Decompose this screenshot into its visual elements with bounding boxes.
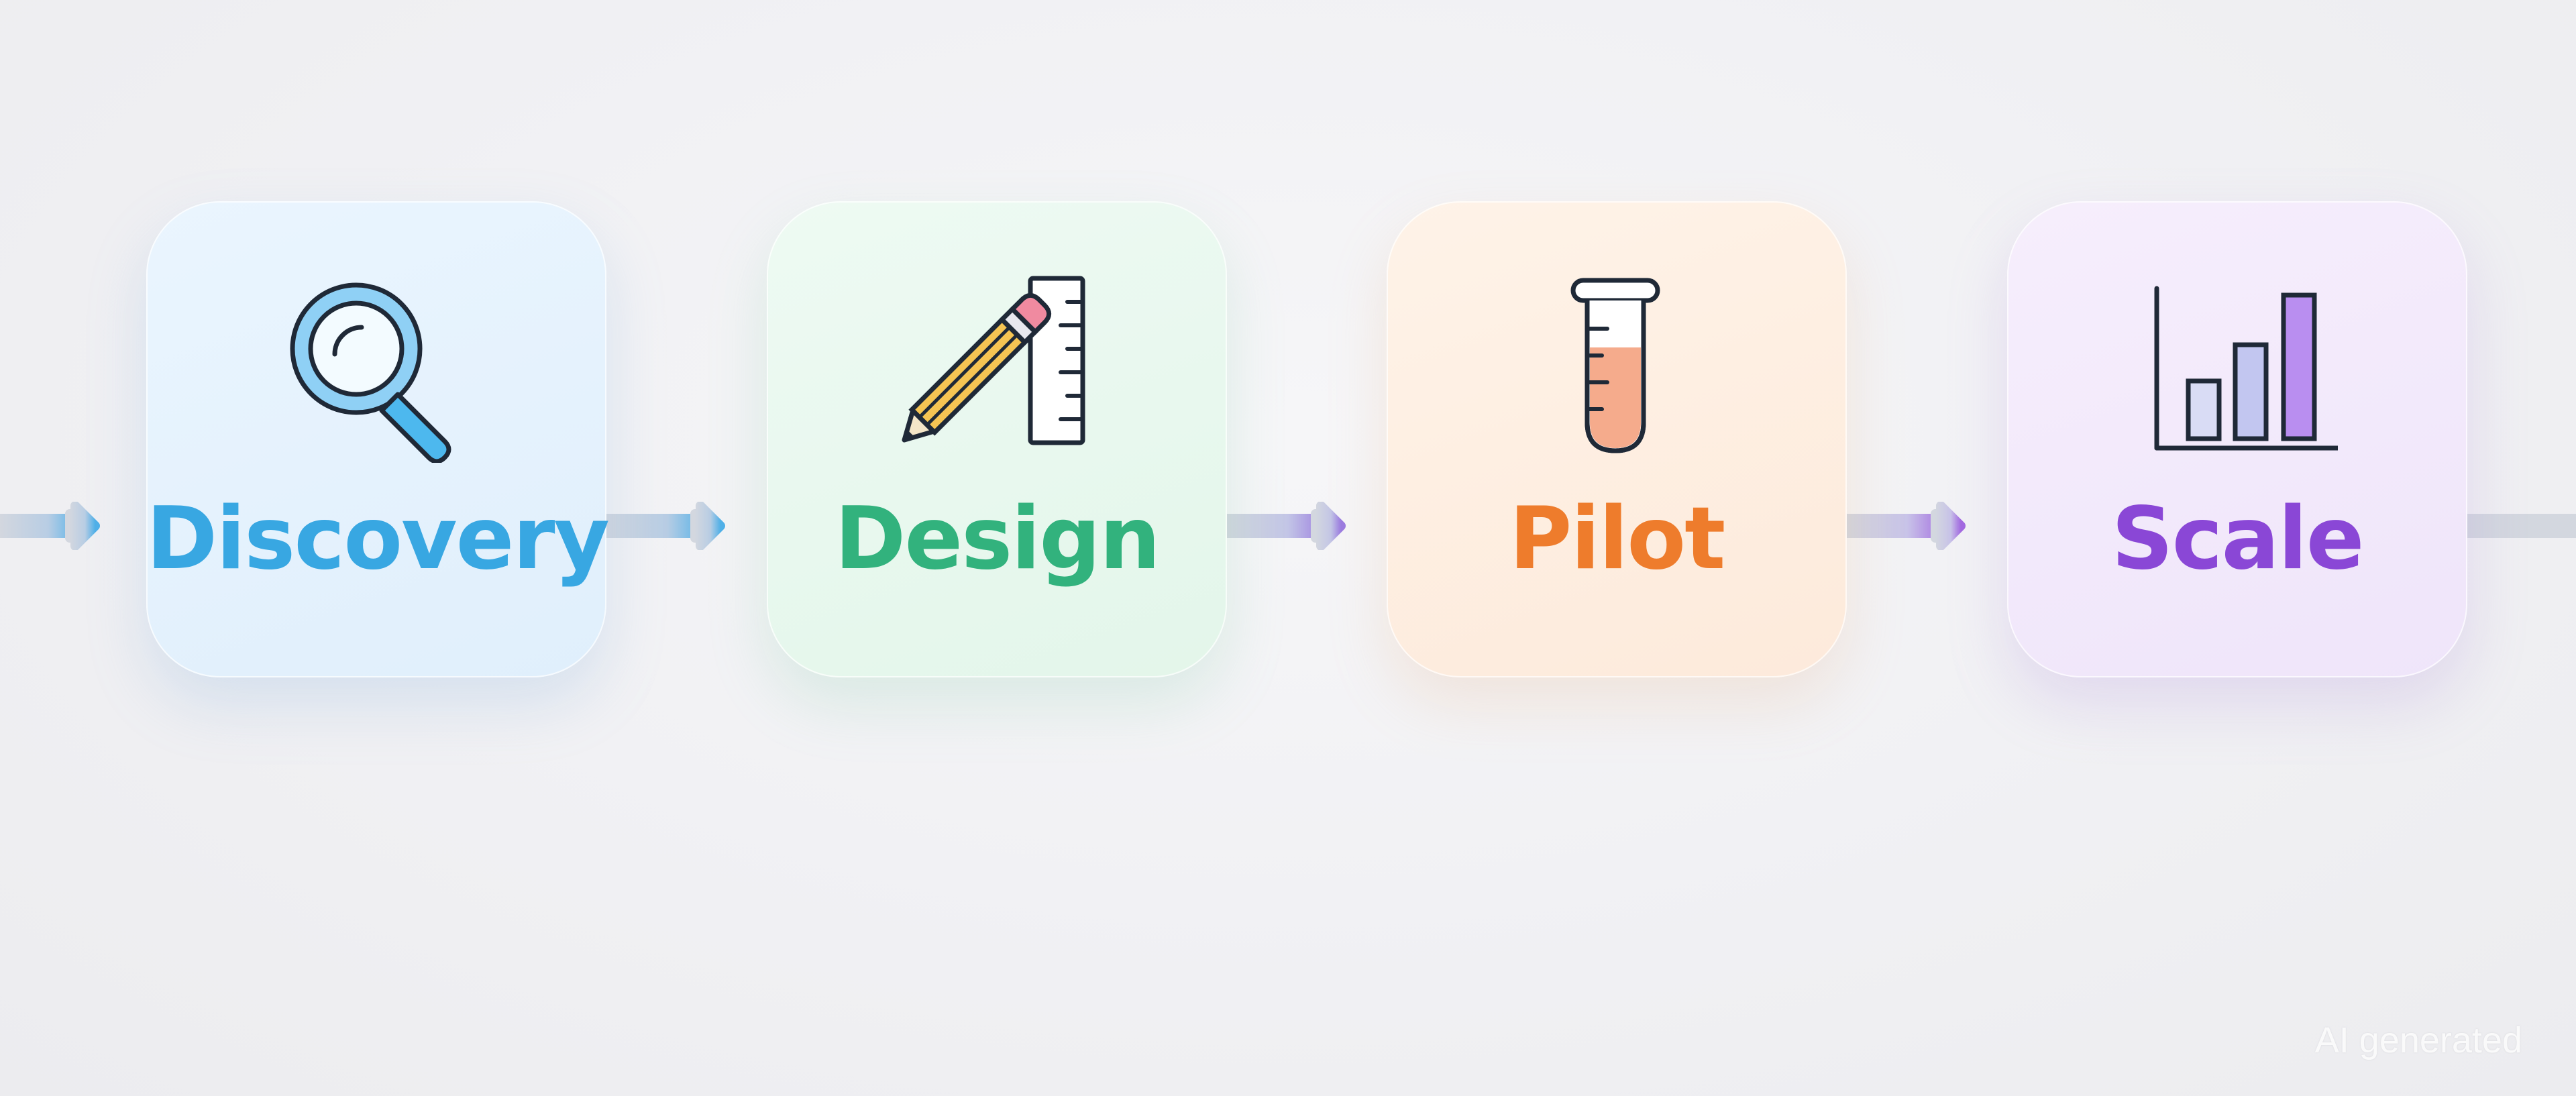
stage-card-scale: Scale bbox=[2007, 201, 2467, 677]
stage-label-scale: Scale bbox=[2111, 489, 2364, 589]
bar-chart-icon bbox=[2154, 286, 2338, 451]
pencil-ruler-icon bbox=[902, 276, 1085, 445]
stage-card-design: Design bbox=[767, 201, 1227, 677]
test-tube-icon bbox=[1570, 278, 1660, 453]
watermark-text: AI generated bbox=[2314, 1020, 2522, 1060]
magnifier-icon bbox=[290, 282, 451, 463]
stage-label-discovery: Discovery bbox=[146, 489, 610, 589]
stage-card-discovery: Discovery bbox=[146, 201, 610, 677]
stage-card-pilot: Pilot bbox=[1387, 201, 1847, 677]
connector-line-exit bbox=[2467, 514, 2576, 538]
connector-arrow-entry bbox=[0, 502, 100, 550]
connector-arrow-1 bbox=[606, 502, 725, 550]
connector-arrow-3 bbox=[1847, 502, 1966, 550]
connector-arrow-2 bbox=[1227, 502, 1346, 550]
stage-label-pilot: Pilot bbox=[1509, 489, 1726, 589]
stage-label-design: Design bbox=[835, 489, 1161, 589]
